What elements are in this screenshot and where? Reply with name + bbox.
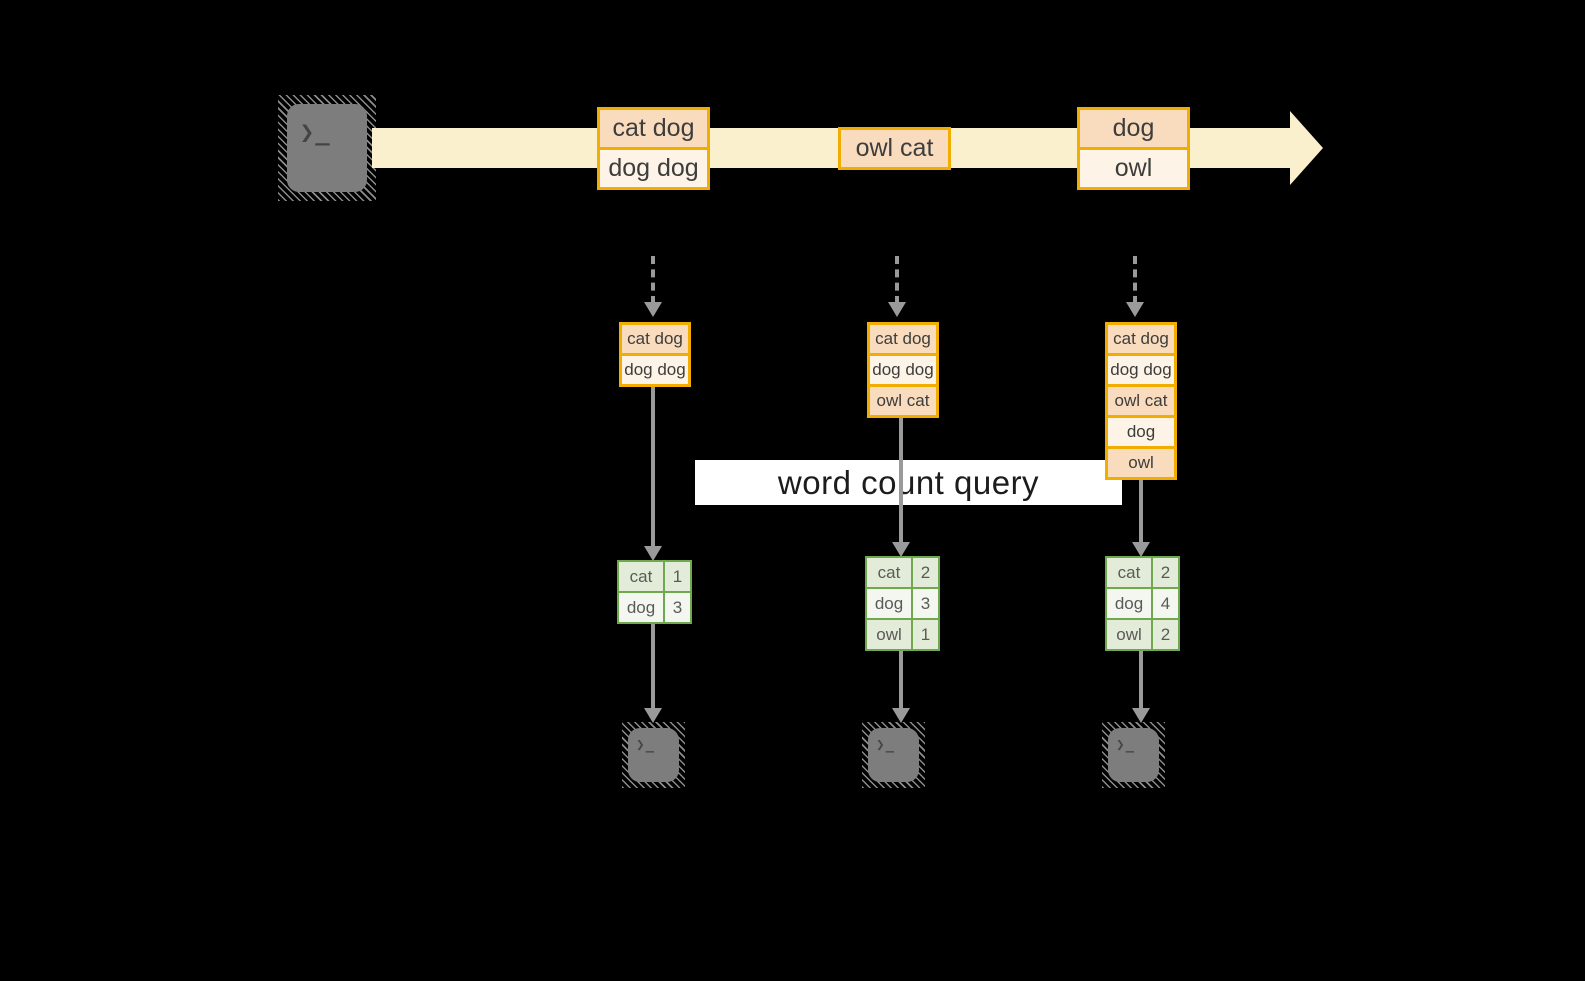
event-line: cat dog xyxy=(600,110,707,147)
sink-terminal-icon: ❯_ xyxy=(1102,722,1165,788)
count-word-cell: owl xyxy=(1107,620,1151,649)
buffer-line: owl cat xyxy=(870,387,936,415)
output-arrowhead-icon xyxy=(1132,708,1150,723)
query-label-band: word count query xyxy=(695,460,1122,505)
event-line: owl cat xyxy=(841,130,948,167)
count-value-cell: 2 xyxy=(1153,558,1178,587)
buffer-line: cat dog xyxy=(870,325,936,353)
count-value-cell: 3 xyxy=(665,593,690,622)
stream-arrowhead-icon xyxy=(1290,111,1323,185)
buffer-box-3: cat dog dog dog owl cat dog owl xyxy=(1105,322,1177,480)
output-arrowhead-icon xyxy=(644,708,662,723)
terminal-screen: ❯_ xyxy=(628,728,679,782)
count-word-cell: cat xyxy=(619,562,663,591)
query-arrowhead-icon xyxy=(1132,542,1150,557)
stream-event-box-2: owl cat xyxy=(838,127,951,170)
count-value-cell: 2 xyxy=(1153,620,1178,649)
ingest-arrowhead-icon xyxy=(644,302,662,317)
count-word-cell: dog xyxy=(867,589,911,618)
source-terminal-icon: ❯_ xyxy=(278,95,376,201)
terminal-prompt-icon: ❯_ xyxy=(876,736,896,753)
terminal-screen: ❯_ xyxy=(1108,728,1159,782)
stream-event-box-1: cat dog dog dog xyxy=(597,107,710,190)
buffer-box-1: cat dog dog dog xyxy=(619,322,691,387)
buffer-line: dog xyxy=(1108,418,1174,446)
stream-event-box-3: dog owl xyxy=(1077,107,1190,190)
count-value-cell: 2 xyxy=(913,558,938,587)
output-arrowhead-icon xyxy=(892,708,910,723)
query-arrow xyxy=(651,387,655,546)
count-word-cell: owl xyxy=(867,620,911,649)
terminal-prompt-icon: ❯_ xyxy=(1116,736,1136,753)
buffer-box-2: cat dog dog dog owl cat xyxy=(867,322,939,418)
output-arrow xyxy=(1139,651,1143,708)
count-value-cell: 1 xyxy=(665,562,690,591)
buffer-line: dog dog xyxy=(1108,356,1174,384)
buffer-line: owl cat xyxy=(1108,387,1174,415)
count-value-cell: 1 xyxy=(913,620,938,649)
event-line: dog xyxy=(1080,110,1187,147)
query-arrowhead-icon xyxy=(892,542,910,557)
event-line: owl xyxy=(1080,150,1187,187)
count-table-1: cat 1 dog 3 xyxy=(617,560,692,624)
ingest-arrowhead-icon xyxy=(888,302,906,317)
terminal-prompt-icon: ❯_ xyxy=(636,736,656,753)
count-word-cell: cat xyxy=(1107,558,1151,587)
count-value-cell: 4 xyxy=(1153,589,1178,618)
query-arrowhead-icon xyxy=(644,546,662,561)
count-word-cell: dog xyxy=(619,593,663,622)
count-value-cell: 3 xyxy=(913,589,938,618)
ingest-arrow xyxy=(895,256,899,304)
terminal-screen: ❯_ xyxy=(287,104,367,192)
buffer-line: cat dog xyxy=(622,325,688,353)
buffer-line: dog dog xyxy=(622,356,688,384)
ingest-arrowhead-icon xyxy=(1126,302,1144,317)
buffer-line: cat dog xyxy=(1108,325,1174,353)
count-word-cell: cat xyxy=(867,558,911,587)
count-word-cell: dog xyxy=(1107,589,1151,618)
query-arrow xyxy=(899,418,903,542)
ingest-arrow xyxy=(1133,256,1137,304)
buffer-line: owl xyxy=(1108,449,1174,477)
output-arrow xyxy=(651,624,655,708)
query-arrow xyxy=(1139,480,1143,542)
query-label: word count query xyxy=(777,463,1040,501)
output-arrow xyxy=(899,651,903,708)
terminal-screen: ❯_ xyxy=(868,728,919,782)
terminal-prompt-icon: ❯_ xyxy=(299,118,331,147)
count-table-2: cat 2 dog 3 owl 1 xyxy=(865,556,940,651)
event-line: dog dog xyxy=(600,150,707,187)
ingest-arrow xyxy=(651,256,655,304)
sink-terminal-icon: ❯_ xyxy=(622,722,685,788)
count-table-3: cat 2 dog 4 owl 2 xyxy=(1105,556,1180,651)
sink-terminal-icon: ❯_ xyxy=(862,722,925,788)
buffer-line: dog dog xyxy=(870,356,936,384)
